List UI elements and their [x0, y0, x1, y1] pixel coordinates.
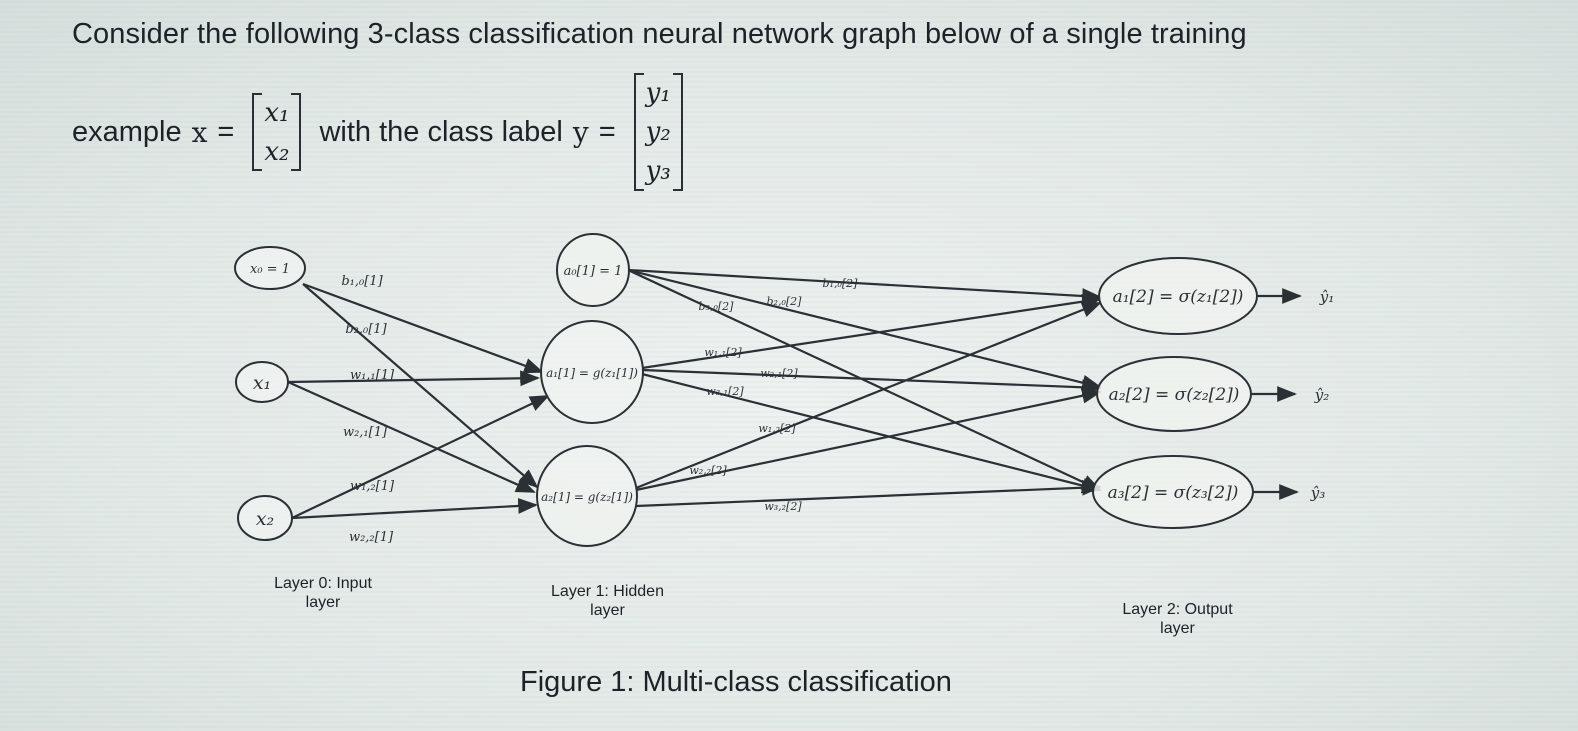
- weight-w12-2: w₁,₂[2]: [758, 422, 796, 435]
- layer-2-label: Layer 2: Output layer: [1105, 600, 1250, 638]
- problem-definition: example x = x₁ x₂ with the class label y…: [72, 72, 687, 192]
- class-label-text: with the class label: [319, 115, 563, 148]
- prediction-yhat2: ŷ₂: [1314, 386, 1330, 404]
- weight-b20-1: b₂,₀[1]: [345, 322, 387, 337]
- figure-caption: Figure 1: Multi-class classification: [520, 666, 952, 698]
- x-vector: x₁ x₂: [252, 93, 302, 171]
- y-symbol: y: [572, 115, 589, 149]
- edge-a0-o1: [627, 268, 1102, 304]
- equals-sign-y: =: [598, 115, 616, 148]
- node-o1: [1098, 257, 1258, 335]
- edge-x0-a2: [302, 283, 539, 489]
- layer-1-subtitle: layer: [590, 602, 625, 619]
- edge-x0-a1: [302, 282, 544, 374]
- edge-a2-o3: [635, 479, 1102, 508]
- node-a0-label: a₀[1] = 1: [564, 264, 623, 279]
- edge-a1-o1: [641, 293, 1102, 370]
- node-o2: [1096, 356, 1252, 432]
- node-x1: [235, 361, 289, 403]
- x-symbol: x: [191, 115, 208, 149]
- weight-w21-2: w₂,₁[2]: [760, 367, 798, 380]
- y-entry-2: y₂: [645, 116, 671, 147]
- weight-w31-2: w₃,₁[2]: [706, 385, 744, 398]
- layer-0-subtitle: layer: [305, 594, 341, 611]
- edge-x2-a1: [291, 395, 550, 519]
- weight-w11-1: w₁,₁[1]: [350, 368, 395, 383]
- edge-x2-a2: [291, 498, 538, 520]
- node-o3: [1092, 455, 1254, 529]
- edge-a2-o2: [635, 387, 1102, 492]
- edge-a0-o3: [627, 269, 1102, 491]
- layer-1-title: Layer 1: Hidden: [551, 583, 664, 600]
- weight-b30-2: b₃,₀[2]: [699, 300, 735, 313]
- equals-sign-x: =: [217, 115, 235, 148]
- node-a2: [536, 445, 638, 547]
- weight-w32-2: w₃,₂[2]: [764, 500, 802, 513]
- y-vector: y₁ y₂ y₃: [633, 73, 683, 191]
- y-entry-1: y₁: [645, 77, 671, 108]
- node-a0: [556, 233, 630, 307]
- edge-x1-a1: [287, 370, 540, 387]
- node-x0-label: x₀ = 1: [250, 262, 290, 277]
- weight-b20-2: b₂,₀[2]: [767, 295, 803, 308]
- layer-0-title: Layer 0: Input: [274, 575, 372, 592]
- edge-x1-a2: [287, 380, 536, 494]
- problem-statement: Consider the following 3-class classific…: [72, 18, 1247, 50]
- node-x2-label: x₂: [256, 508, 274, 530]
- weight-w22-2: w₂,₂[2]: [689, 464, 727, 477]
- weight-b10-2: b₁,₀[2]: [823, 277, 859, 290]
- example-word: example: [72, 115, 182, 148]
- edge-a1-o2: [641, 368, 1102, 396]
- node-o2-label: a₂[2] = σ(z₂[2]): [1109, 385, 1240, 405]
- weight-w12-1: w₁,₂[1]: [350, 479, 395, 494]
- x-entry-2: x₂: [264, 136, 290, 167]
- prediction-yhat3: ŷ₃: [1310, 484, 1326, 502]
- node-x0: [234, 246, 306, 290]
- node-a1: [540, 320, 644, 424]
- node-o1-label: a₁[2] = σ(z₁[2]): [1113, 287, 1244, 307]
- prediction-yhat1: ŷ₁: [1319, 288, 1335, 306]
- layer-2-subtitle: layer: [1160, 620, 1195, 637]
- x-entry-1: x₁: [264, 97, 290, 128]
- weight-w11-2: w₁,₁[2]: [704, 346, 742, 359]
- weight-w21-1: w₂,₁[1]: [343, 425, 388, 440]
- node-a1-label: a₁[1] = g(z₁[1]): [546, 366, 638, 380]
- node-x1-label: x₁: [253, 372, 271, 394]
- y-entry-3: y₃: [645, 156, 671, 187]
- layer-0-label: Layer 0: Input layer: [258, 574, 388, 612]
- node-x2: [237, 495, 293, 541]
- edge-a1-o3: [641, 372, 1102, 494]
- edge-a2-o1: [635, 301, 1102, 490]
- weight-b10-1: b₁,₀[1]: [341, 274, 383, 289]
- layer-1-label: Layer 1: Hidden layer: [535, 582, 680, 620]
- edge-a0-o2: [627, 268, 1102, 391]
- weight-w22-1: w₂,₂[1]: [349, 530, 394, 545]
- node-a2-label: a₂[1] = g(z₂[1]): [541, 490, 633, 504]
- layer-2-title: Layer 2: Output: [1122, 601, 1233, 618]
- node-o3-label: a₃[2] = σ(z₃[2]): [1108, 483, 1239, 503]
